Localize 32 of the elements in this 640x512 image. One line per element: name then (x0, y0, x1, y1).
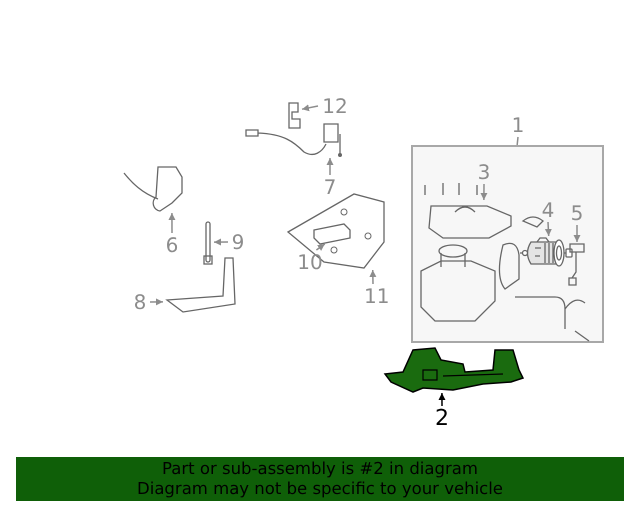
leader-arrow (214, 238, 228, 246)
leader-arrow (369, 270, 376, 284)
callout-number: 6 (162, 233, 182, 257)
callout-number: 7 (320, 175, 340, 199)
leader-arrow (544, 222, 552, 236)
callout-number: 2 (431, 406, 453, 432)
callout-number: 12 (318, 94, 352, 118)
leader-arrow (302, 104, 318, 112)
callout-number: 9 (228, 230, 248, 254)
leader-arrow (150, 298, 164, 306)
callout-number: 8 (130, 290, 150, 314)
notice-text: Diagram may not be specific to your vehicle (137, 479, 503, 499)
callout-number: 3 (474, 160, 494, 184)
notice-banner (16, 457, 624, 501)
control-module-drawing (312, 222, 352, 244)
assembly-frame (411, 145, 604, 343)
callout-number: 5 (567, 201, 587, 225)
leader-arrow (168, 213, 176, 233)
highlighted-bracket-drawing (383, 346, 525, 393)
mounting-plate-drawing (284, 192, 386, 270)
leader-line (516, 136, 519, 146)
leader-arrow (574, 225, 580, 242)
callout-number: 1 (509, 113, 527, 137)
leader-arrow (480, 184, 488, 200)
callout-number: 10 (294, 250, 326, 274)
leader-arrow (316, 243, 326, 251)
callout-number: 11 (364, 284, 388, 308)
link-rod-drawing (202, 220, 214, 266)
leader-arrow (438, 393, 446, 406)
notice-text: Part or sub-assembly is #2 in diagram (162, 459, 478, 479)
callout-number: 4 (538, 198, 558, 222)
leader-arrow (326, 158, 334, 175)
